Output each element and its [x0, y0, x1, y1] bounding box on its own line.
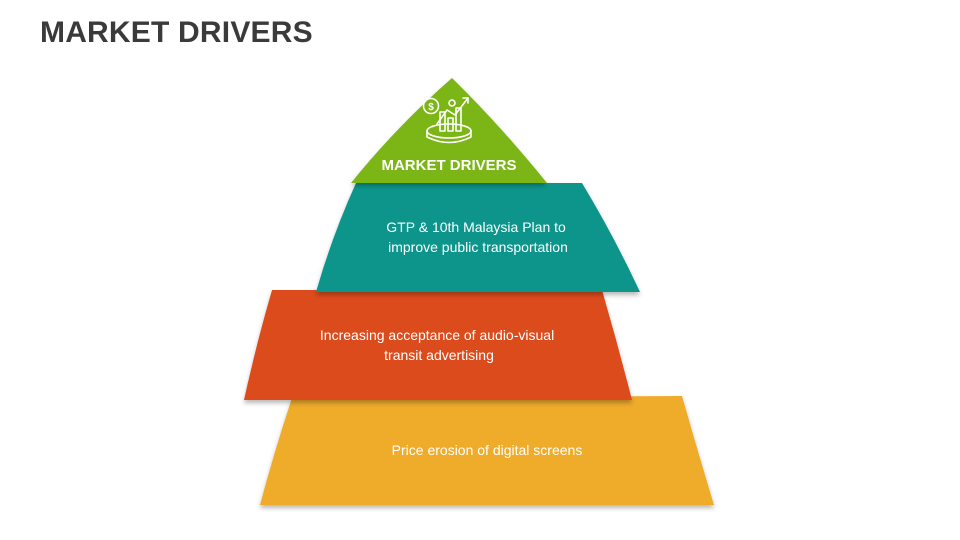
- layer-text: Price erosion of digital screens: [392, 442, 583, 458]
- svg-text:$: $: [428, 102, 434, 113]
- page-title: MARKET DRIVERS: [40, 16, 313, 49]
- layer-shape: [316, 183, 640, 292]
- pyramid-layer-bottom: Price erosion of digital screens: [260, 396, 714, 505]
- pyramid-top-label: MARKET DRIVERS: [381, 157, 516, 174]
- layer-text: Increasing acceptance of audio-visual tr…: [320, 327, 558, 363]
- layer-text-line: GTP & 10th Malaysia Plan to: [386, 219, 566, 235]
- pyramid-layer-middle: Increasing acceptance of audio-visual tr…: [244, 290, 632, 400]
- layer-shape: [244, 290, 632, 400]
- growth-chart-money-icon: $: [422, 97, 472, 144]
- layer-text: GTP & 10th Malaysia Plan to improve publ…: [386, 219, 569, 255]
- pyramid-top: $ MARKET DRIVERS: [351, 78, 547, 183]
- pyramid-layer-upper: GTP & 10th Malaysia Plan to improve publ…: [316, 183, 640, 292]
- layer-text-line: Increasing acceptance of audio-visual: [320, 327, 554, 343]
- layer-text-line: transit advertising: [384, 347, 494, 363]
- layer-text-line: Price erosion of digital screens: [392, 442, 583, 458]
- layer-shape: [260, 396, 714, 505]
- layer-text-line: improve public transportation: [388, 239, 568, 255]
